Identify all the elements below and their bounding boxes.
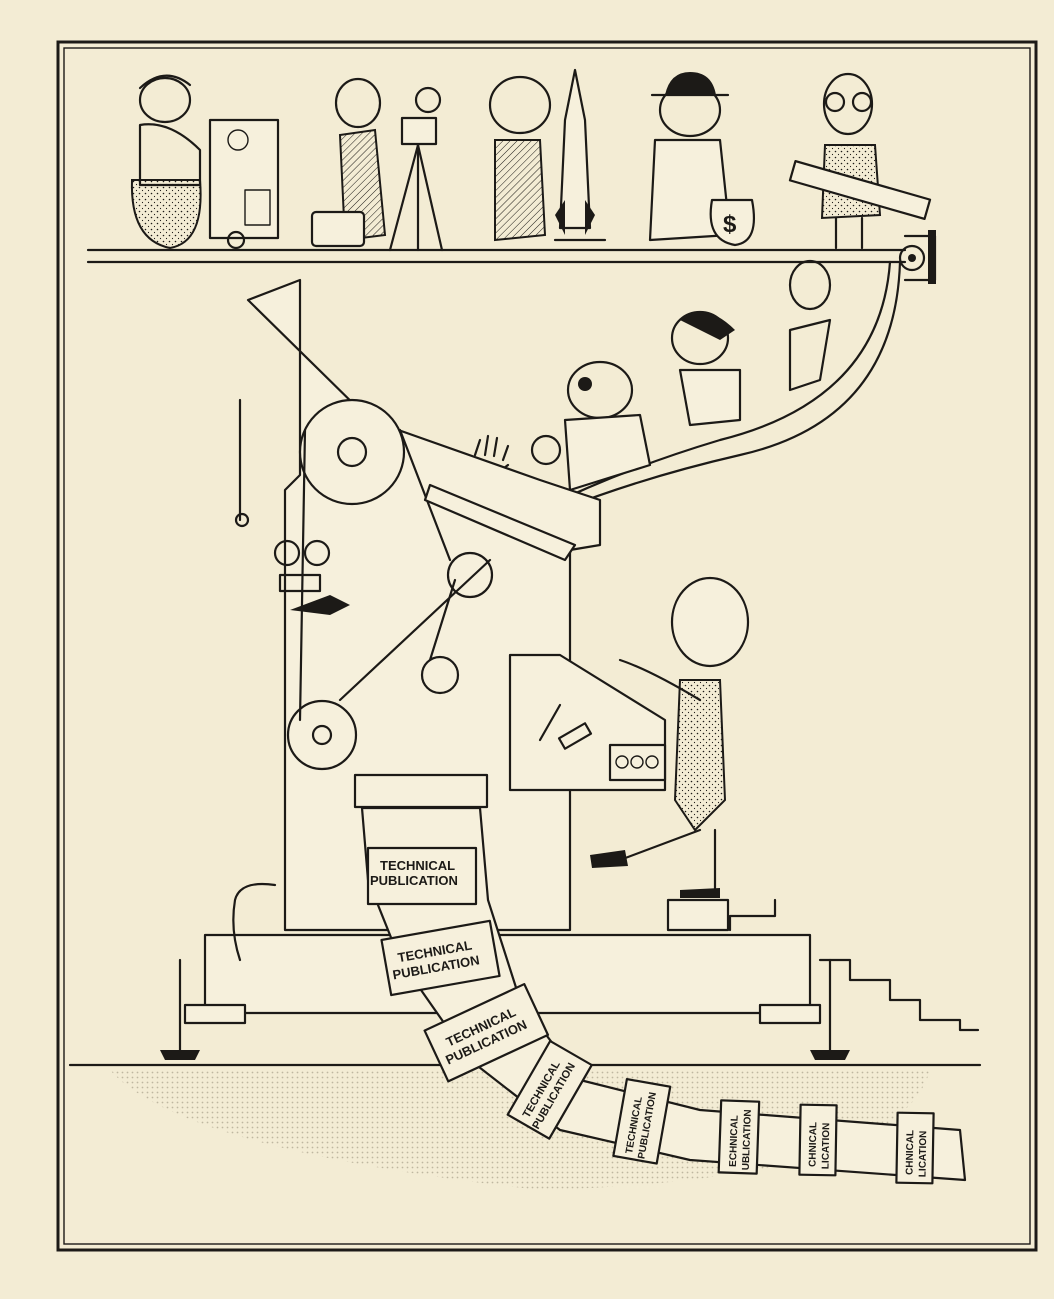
publication-sheet-3: TECHNICALPUBLICATION — [423, 982, 550, 1083]
publication-sheet-2: TECHNICALPUBLICATION — [380, 919, 501, 997]
control-panel — [508, 653, 667, 792]
sheet-label-8: CHNICALLICATION — [904, 1130, 929, 1177]
sheet-label-6: ECHNICALUBLICATION — [728, 1109, 754, 1171]
publication-sheet-4: TECHNICALPUBLICATION — [506, 1039, 593, 1140]
picture-frame — [56, 40, 1038, 1252]
machine-operator — [590, 576, 750, 932]
sheet-label-7: CHNICALLICATION — [807, 1122, 832, 1169]
output-chute — [353, 773, 967, 1182]
publication-sheet-8: CHNICALLICATION — [895, 1111, 935, 1185]
figure-sliding-woman-typist — [670, 310, 742, 427]
figure-sliding-chemist — [530, 360, 652, 492]
publication-sheet-6: ECHNICALUBLICATION — [717, 1099, 761, 1175]
publication-sheet-7: CHNICALLICATION — [798, 1103, 838, 1177]
figure-financier-with-money-bag: $ — [648, 72, 756, 247]
figure-photographer-with-camera — [310, 77, 444, 252]
steps — [728, 898, 980, 1032]
figure-raised-hand — [470, 434, 510, 476]
spiral-chute — [538, 260, 902, 514]
top-conveyor-shelf — [86, 230, 937, 284]
figure-engineer-with-rocket — [488, 68, 607, 242]
money-bag-dollar-sign: $ — [723, 211, 737, 238]
figure-sliding-writer — [788, 259, 832, 392]
publication-sheet-5: TECHNICALPUBLICATION — [612, 1078, 672, 1165]
figure-draftsman-with-tools — [788, 72, 932, 250]
power-cord — [232, 882, 277, 962]
figure-technician-with-electronics-cart — [130, 74, 280, 250]
